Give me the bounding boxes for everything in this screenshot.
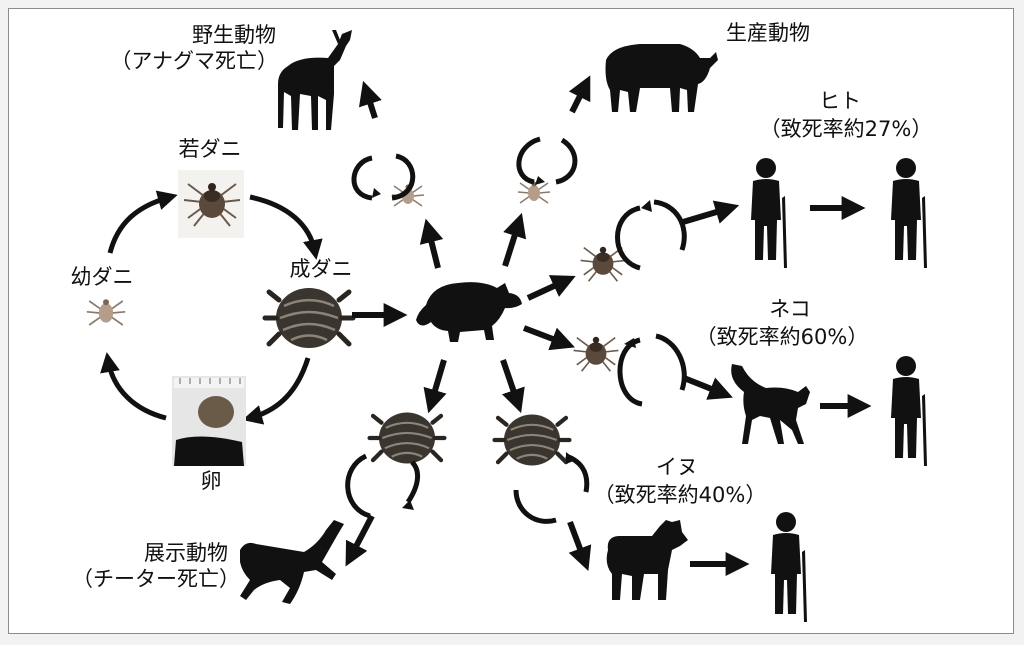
- zoo-label: 展示動物: [144, 541, 228, 565]
- person-silhouette-3: [891, 356, 927, 466]
- cattle-silhouette: [605, 44, 718, 112]
- larva-label: 幼ダニ: [70, 265, 134, 289]
- cat-silhouette: [731, 364, 810, 444]
- adult-label: 成ダニ: [289, 257, 353, 281]
- cat-branch: [572, 333, 927, 466]
- arrow-nymph-to-adult: [249, 194, 323, 260]
- human-note: （致死率約27%）: [759, 117, 933, 141]
- egg-label: 卵: [200, 469, 222, 493]
- dog-label: イヌ: [656, 455, 698, 479]
- wildlife-branch: [278, 30, 425, 207]
- raccoon-dog-silhouette: [416, 282, 522, 342]
- dog-branch: [495, 415, 807, 622]
- life-cycle-arrows: [100, 190, 323, 425]
- dog-note: （致死率約40%）: [593, 483, 767, 507]
- zoo-note: （チーター死亡）: [72, 567, 240, 591]
- nymph-tick-image: [178, 170, 244, 238]
- person-silhouette-4: [771, 512, 807, 622]
- person-silhouette-1: [751, 158, 787, 268]
- adult-tick-image: [265, 288, 353, 348]
- wildlife-note: （アナグマ死亡）: [110, 49, 278, 73]
- dog-silhouette: [606, 520, 688, 600]
- human-label: ヒト: [819, 89, 861, 113]
- deer-silhouette: [278, 30, 352, 130]
- figure-frame: [8, 8, 1014, 634]
- cheetah-silhouette: [240, 520, 344, 604]
- human-branch: [579, 158, 927, 283]
- livestock-label: 生産動物: [726, 21, 810, 45]
- wildlife-name: 野生動物: [192, 23, 276, 47]
- livestock-branch: [516, 44, 718, 204]
- arrow-larva-to-nymph: [107, 190, 178, 254]
- egg-image: [172, 376, 246, 466]
- nymph-label: 若ダニ: [178, 137, 242, 161]
- arrow-adult-to-egg: [242, 357, 311, 425]
- larva-tick-image: [85, 298, 127, 326]
- wildlife-label: 野生動物: [156, 22, 276, 48]
- zoo-branch: [240, 413, 444, 604]
- host-radial-arrows: [419, 212, 576, 414]
- cat-label: ネコ: [769, 297, 811, 321]
- person-silhouette-2: [891, 158, 927, 268]
- cat-note: （致死率約60%）: [695, 325, 869, 349]
- arrow-egg-to-larva: [100, 352, 167, 421]
